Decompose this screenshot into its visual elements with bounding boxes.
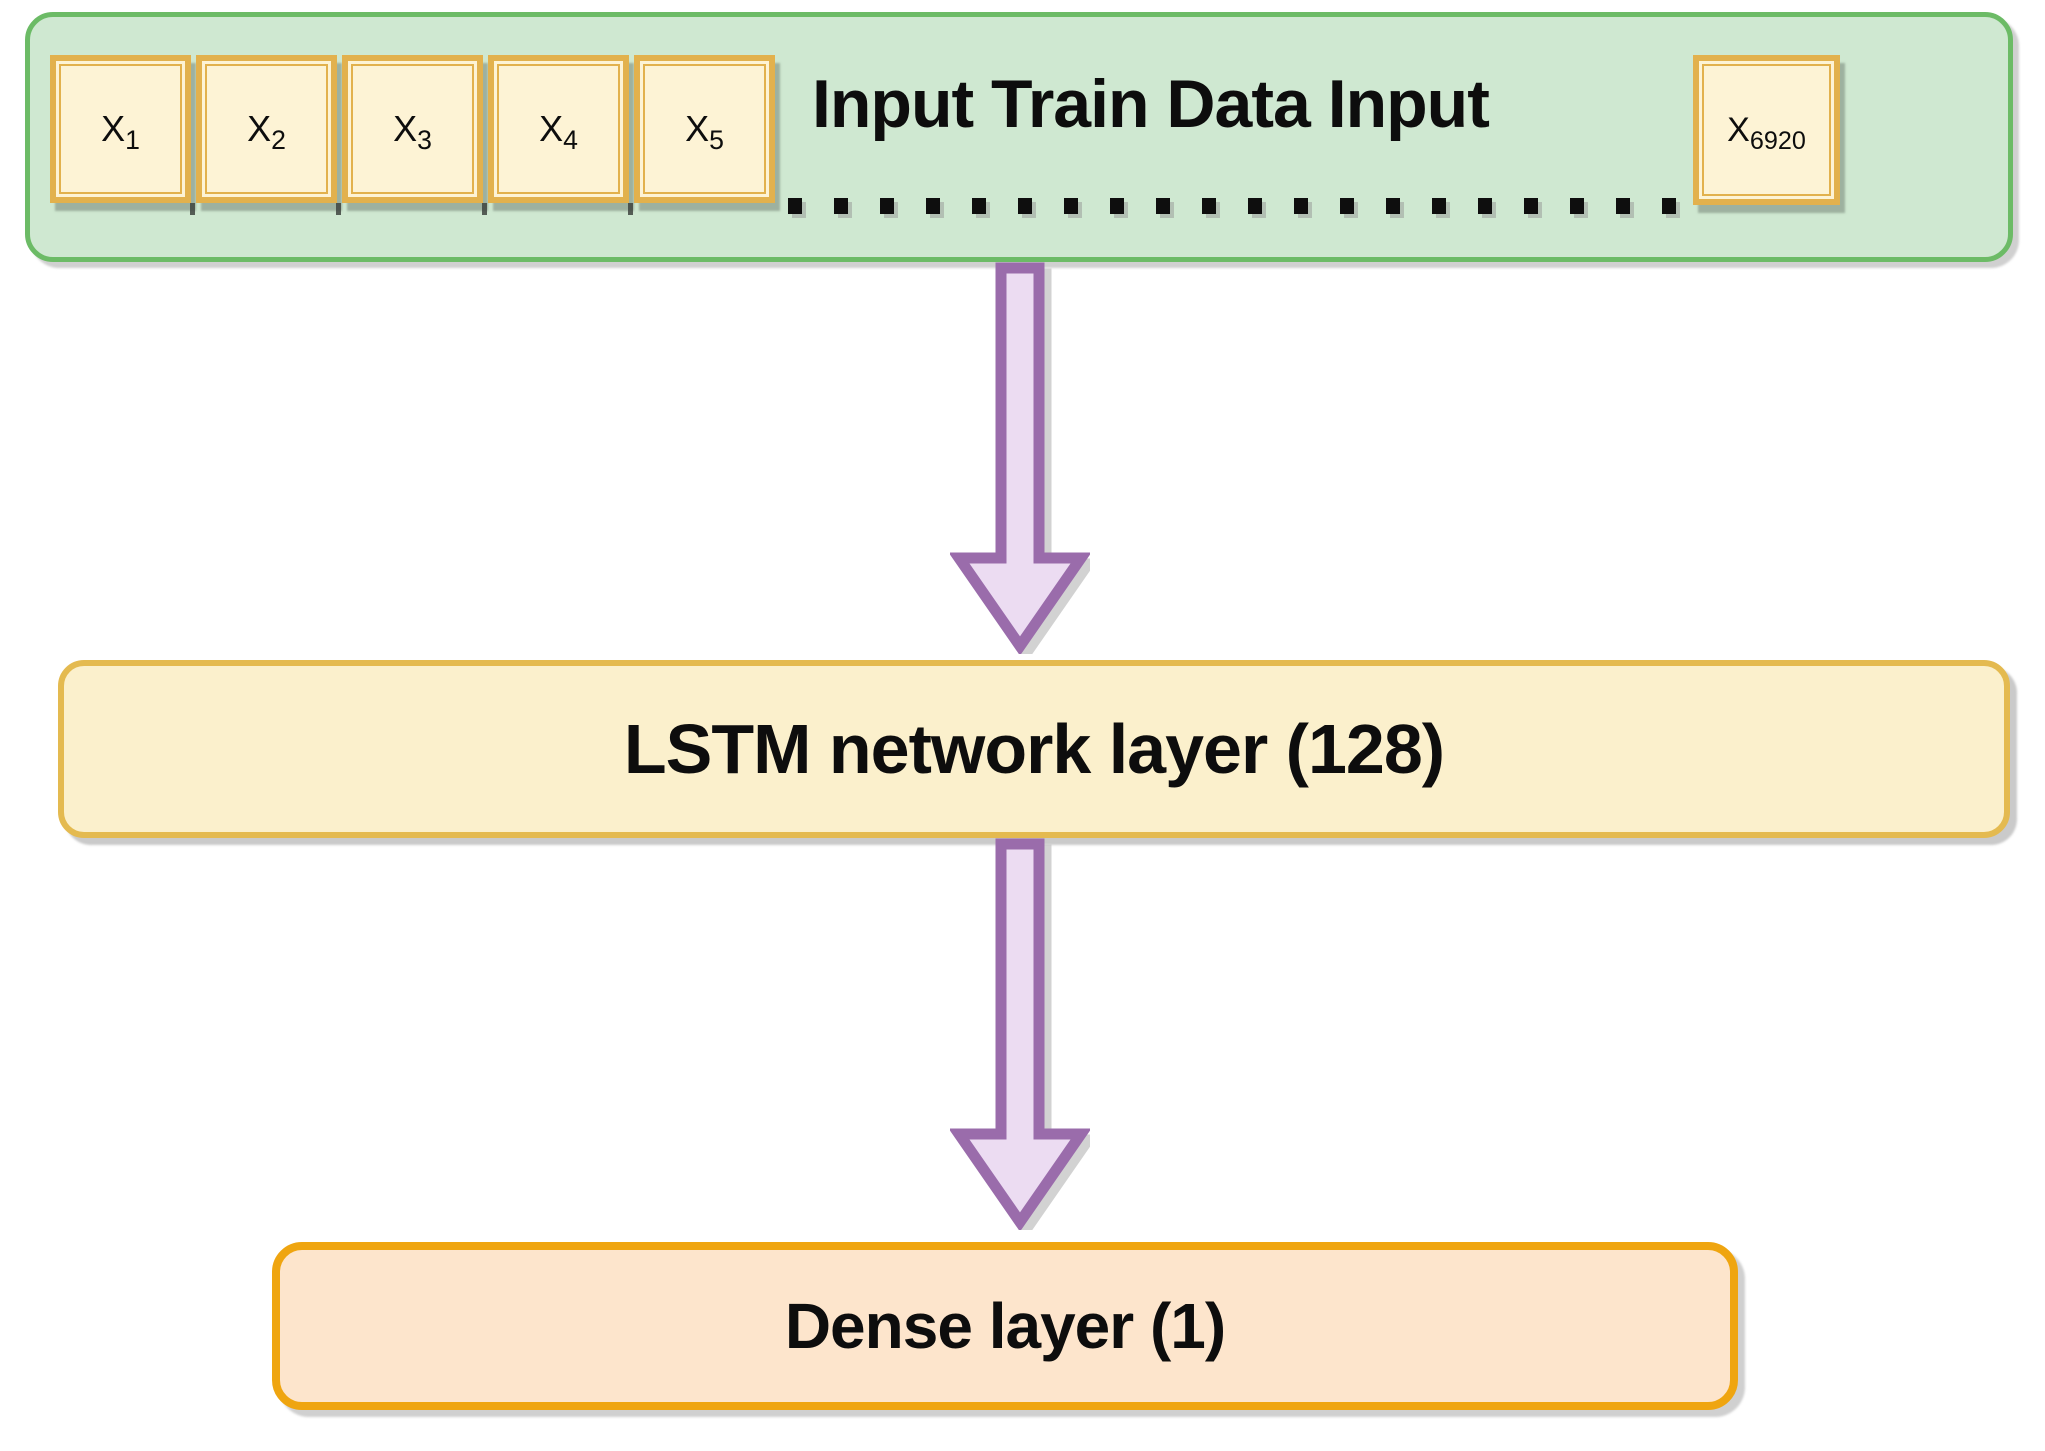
token-junction-tick: [482, 203, 487, 215]
input-token-x4: X4: [488, 55, 629, 203]
input-data-panel: X1 X2 X3 X4 X5 Input Train Data Input X6…: [25, 12, 2013, 262]
lstm-layer-box: LSTM network layer (128): [58, 660, 2010, 838]
ellipsis-dot: [972, 198, 986, 214]
input-token-x1-label: X1: [101, 108, 140, 156]
ellipsis-dot: [880, 198, 894, 214]
input-token-x3: X3: [342, 55, 483, 203]
ellipsis-dot: [1156, 198, 1170, 214]
token-junction-tick: [190, 203, 195, 215]
dense-layer-box: Dense layer (1): [272, 1242, 1738, 1410]
ellipsis-dot: [1386, 198, 1400, 214]
ellipsis-dot: [1616, 198, 1630, 214]
ellipsis-dot: [1110, 198, 1124, 214]
input-token-x5-label: X5: [685, 108, 724, 156]
ellipsis-dot: [788, 198, 802, 214]
ellipsis-dot: [1340, 198, 1354, 214]
down-arrow-icon: [950, 262, 1090, 654]
lstm-layer-label: LSTM network layer (128): [623, 710, 1445, 788]
input-panel-title: Input Train Data Input: [812, 66, 1490, 142]
input-token-row: X1 X2 X3 X4 X5: [50, 55, 775, 203]
token-junction-tick: [628, 203, 633, 215]
ellipsis-dots: [788, 198, 1676, 214]
ellipsis-dot: [926, 198, 940, 214]
ellipsis-dot: [1294, 198, 1308, 214]
ellipsis-dot: [1432, 198, 1446, 214]
input-token-x1: X1: [50, 55, 191, 203]
ellipsis-dot: [1478, 198, 1492, 214]
input-token-x5: X5: [634, 55, 775, 203]
dense-layer-label: Dense layer (1): [784, 1290, 1226, 1362]
token-junction-tick: [336, 203, 341, 215]
ellipsis-dot: [1064, 198, 1078, 214]
ellipsis-dot: [1018, 198, 1032, 214]
input-token-x2-label: X2: [247, 108, 286, 156]
input-token-x4-label: X4: [539, 108, 578, 156]
input-token-x6920: X6920: [1693, 55, 1840, 205]
input-token-x3-label: X3: [393, 108, 432, 156]
down-arrow-icon: [950, 838, 1090, 1230]
ellipsis-dot: [1662, 198, 1676, 214]
ellipsis-dot: [1202, 198, 1216, 214]
ellipsis-dot: [1248, 198, 1262, 214]
input-token-x6920-label: X6920: [1727, 111, 1806, 155]
ellipsis-dot: [1524, 198, 1538, 214]
input-token-x2: X2: [196, 55, 337, 203]
ellipsis-dot: [834, 198, 848, 214]
ellipsis-dot: [1570, 198, 1584, 214]
